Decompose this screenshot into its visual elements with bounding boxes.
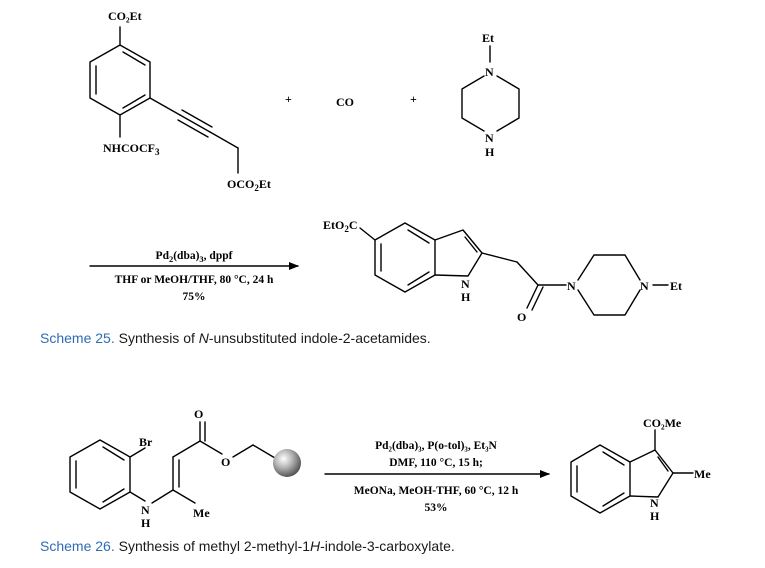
c-br-bond xyxy=(129,447,146,458)
amide-n: N xyxy=(567,279,576,293)
carbonyl-double-bond xyxy=(531,286,544,311)
scheme26-reactant-resin-bound-enamine: Br N H Me O O xyxy=(69,407,301,530)
piperazine-n: N xyxy=(640,279,649,293)
product-ethyl: Et xyxy=(670,279,682,293)
alkyne-triple-bond xyxy=(181,109,213,128)
bond-to-alkyne xyxy=(149,97,181,116)
indole-nh-n: N xyxy=(650,496,659,510)
aryl-n-bond xyxy=(129,491,146,502)
ester-label: CO₂Et xyxy=(108,9,142,23)
indole-benzo-ring xyxy=(374,222,436,293)
indole-pyrrole-ring xyxy=(434,229,483,277)
ester-c-o-bond xyxy=(199,440,223,455)
scheme25-product-indole-acetamide: EtO2C N H O N N Et xyxy=(323,218,682,324)
product-ester-label: EtO2C xyxy=(323,218,358,234)
piperazine-left-side xyxy=(461,75,485,132)
plus-sign: + xyxy=(410,92,417,106)
aromatic-double-bond xyxy=(602,451,625,466)
o-ch2-bond xyxy=(232,444,254,458)
conditions-yield: 53% xyxy=(425,502,448,514)
bromo-label: Br xyxy=(139,435,153,449)
scheme-26-caption-rest: -indole-3-carboxylate. xyxy=(320,538,455,554)
conditions-step2: MeONa, MeOH-THF, 60 °C, 12 h xyxy=(354,485,519,497)
aromatic-double-bond xyxy=(102,488,125,503)
linker-bond xyxy=(252,444,276,459)
product-piperazine-top xyxy=(577,254,641,281)
polymer-resin-bead xyxy=(273,449,301,477)
pyrrole-double-bond xyxy=(464,236,478,253)
aromatic-double-bond xyxy=(407,229,430,244)
benzene-ring xyxy=(89,44,151,116)
bromoarene-ring xyxy=(69,439,131,510)
indole-nh-h: H xyxy=(461,290,471,304)
indole-nh-h: H xyxy=(650,509,660,523)
scheme-25-caption-rest: -unsubstituted indole-2-acetamides. xyxy=(208,330,431,346)
enamine-n: N xyxy=(141,503,150,517)
carbon-monoxide-label: CO xyxy=(336,95,354,109)
conditions-catalyst: Pd2(dba)3, dppf xyxy=(156,250,233,264)
ester-ring-bond xyxy=(359,227,376,241)
aromatic-double-bond xyxy=(102,446,125,461)
conditions-step1-reagents: Pd₂(dba)₃, P(o-tol)₃, Et₃N xyxy=(375,440,497,452)
conditions-yield: 75% xyxy=(183,291,206,303)
methyl-ester-label: CO₂Me xyxy=(643,416,682,430)
scheme-26-caption-text: Synthesis of methyl 2-methyl-1 xyxy=(114,538,311,554)
carbonyl-o: O xyxy=(194,407,203,421)
scheme-25-caption-label: Scheme 25. xyxy=(40,330,115,346)
alkyne-triple-bond xyxy=(177,119,209,138)
scheme-25-caption-italic: N xyxy=(198,330,209,346)
alkyne-triple-bond xyxy=(179,114,211,133)
scheme-25: CO₂Et NHCOCF3 OCO2Et + CO + Et N N H xyxy=(89,9,682,324)
scheme-26-caption-label: Scheme 26. xyxy=(40,538,115,554)
scheme-25-caption-text: Synthesis of xyxy=(114,330,199,346)
aromatic-double-bond xyxy=(602,492,625,507)
n-atom: N xyxy=(485,65,494,79)
vinyl-carbonyl-bond xyxy=(172,440,201,458)
aromatic-double-bond xyxy=(122,51,146,66)
nh-n-atom: N xyxy=(485,131,494,145)
trifluoroacetamide-label: NHCOCF3 xyxy=(103,141,160,157)
indole-pyrrole-ring xyxy=(629,449,674,498)
c2-methyl-label: Me xyxy=(694,467,711,481)
scheme25-reactant-aryl-alkyne: CO₂Et NHCOCF3 OCO2Et xyxy=(89,9,271,193)
ethyl-label: Et xyxy=(482,31,494,45)
conditions-solvent: THF or MeOH/THF, 80 °C, 24 h xyxy=(115,274,274,286)
scheme26-product-indole-carboxylate: CO₂Me Me N H xyxy=(570,416,711,523)
aromatic-double-bond xyxy=(407,271,430,286)
carbonate-label: OCO2Et xyxy=(227,177,271,193)
aromatic-double-bond xyxy=(122,94,146,109)
enamine-h: H xyxy=(141,516,151,530)
carbonyl-o: O xyxy=(517,310,526,324)
product-piperazine-bottom xyxy=(577,289,641,316)
ch2-bond xyxy=(481,252,518,263)
plus-sign: + xyxy=(285,92,292,106)
vinyl-methyl-bond xyxy=(172,489,196,504)
indole-benzo-ring xyxy=(570,444,631,514)
scheme-25-caption: Scheme 25. Synthesis of N-unsubstituted … xyxy=(40,330,431,346)
scheme-26-caption: Scheme 26. Synthesis of methyl 2-methyl-… xyxy=(40,538,455,554)
pyrrole-double-bond xyxy=(657,456,669,472)
ch2-carbonyl-bond xyxy=(516,261,539,286)
nh-h-atom: H xyxy=(485,145,495,159)
carbonyl-double-bond xyxy=(526,284,539,309)
n-vinyl-bond xyxy=(151,489,174,504)
piperazine-right-side xyxy=(496,75,520,132)
conditions-step1-solvent: DMF, 110 °C, 15 h; xyxy=(389,457,483,469)
methyl-label: Me xyxy=(193,506,210,520)
scheme25-ethylpiperazine: Et N N H xyxy=(461,31,520,159)
ester-o: O xyxy=(221,455,230,469)
scheme-26: Br N H Me O O Pd₂(dba)₃, P(o-tol)₃, Et₃N xyxy=(69,407,711,530)
propargyl-bond xyxy=(209,131,239,149)
scheme-26-caption-italic: H xyxy=(310,538,321,554)
indole-nh-n: N xyxy=(461,277,470,291)
